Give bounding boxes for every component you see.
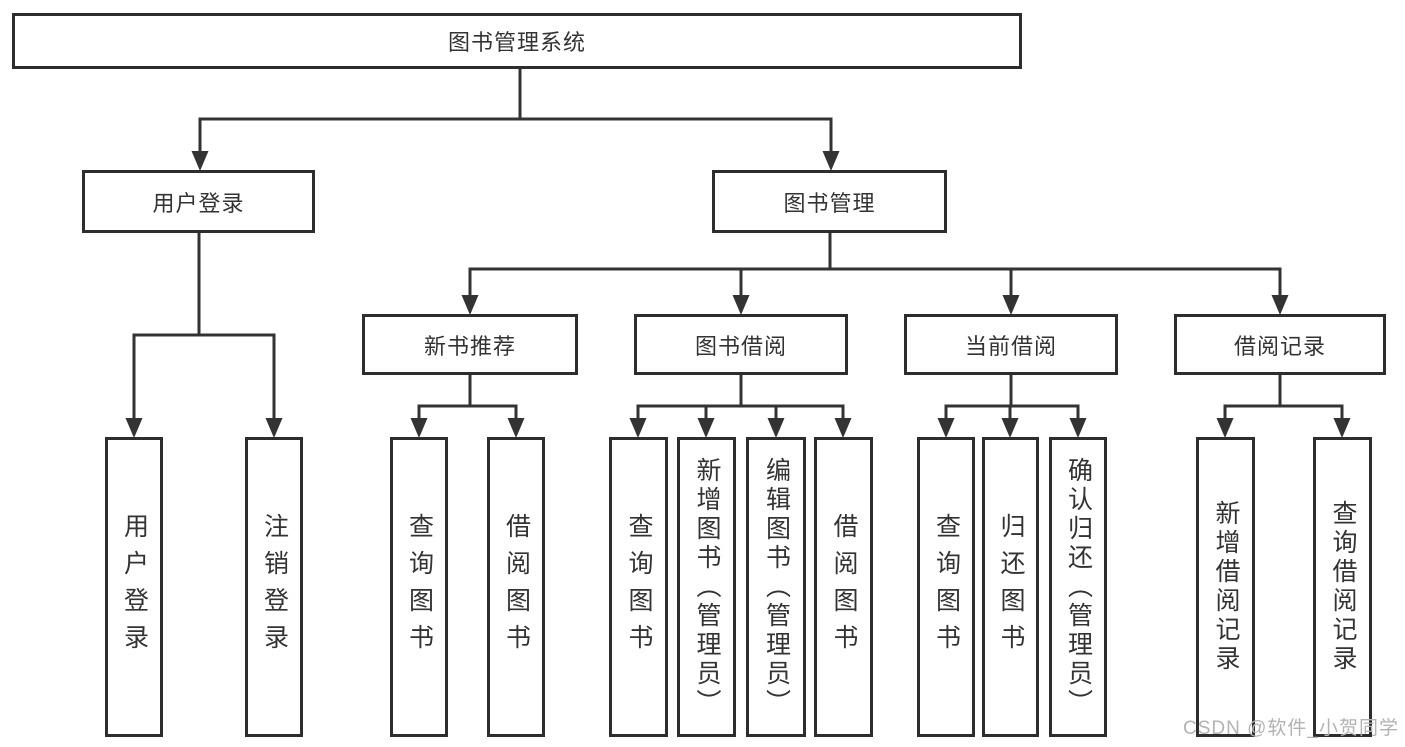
- node-label: 用户登录: [120, 513, 149, 661]
- node-label: 图书管理系统: [447, 30, 586, 55]
- node-leaf-add-borrow-record: 新增借阅记录: [1196, 437, 1255, 737]
- node-leaf-borrow-books-recommend: 借阅图书: [487, 437, 545, 737]
- node-label: 借阅图书: [830, 513, 858, 661]
- node-leaf-query-books-current: 查询图书: [917, 437, 975, 737]
- edge-new-book-to-leaves: [410, 373, 525, 438]
- node-leaf-confirm-return-admin: 确认归还（管理员）: [1049, 437, 1107, 737]
- node-leaf-borrow-books: 借阅图书: [814, 437, 873, 737]
- node-label: 新书推荐: [423, 333, 516, 359]
- csdn-watermark: CSDN @软件_小贺同学: [1183, 718, 1399, 739]
- node-label: 归还图书: [997, 513, 1025, 661]
- node-label: 新增图书（管理员）: [693, 456, 721, 718]
- node-label: 查询图书: [405, 513, 434, 661]
- edge-root-to-level2: [191, 67, 840, 171]
- node-leaf-user-login: 用户登录: [105, 437, 163, 737]
- node-leaf-logout: 注销登录: [245, 437, 303, 737]
- node-label: 新增借阅记录: [1212, 500, 1240, 674]
- node-book-management: 图书管理: [712, 170, 947, 233]
- node-book-borrow: 图书借阅: [634, 314, 848, 375]
- node-leaf-query-books-recommend: 查询图书: [390, 437, 448, 737]
- node-library-management-system: 图书管理系统: [12, 13, 1022, 69]
- edge-current-borrow-to-leaves: [937, 373, 1087, 438]
- node-label: 借阅图书: [502, 513, 531, 661]
- edge-user-login-to-leaves: [125, 231, 283, 438]
- node-current-borrow: 当前借阅: [904, 314, 1118, 375]
- node-label: 查询借阅记录: [1329, 500, 1357, 674]
- node-borrow-records: 借阅记录: [1174, 314, 1386, 375]
- node-label: 借阅记录: [1233, 333, 1326, 359]
- edge-book-borrow-to-leaves: [629, 373, 852, 438]
- node-leaf-query-borrow-record: 查询借阅记录: [1313, 437, 1372, 737]
- node-user-login: 用户登录: [82, 170, 315, 233]
- node-label: 图书管理: [783, 190, 876, 216]
- node-label: 编辑图书（管理员）: [762, 456, 791, 718]
- node-label: 图书借阅: [694, 333, 787, 359]
- node-leaf-edit-books-admin: 编辑图书（管理员）: [746, 437, 806, 737]
- node-leaf-add-books-admin: 新增图书（管理员）: [677, 437, 736, 737]
- node-leaf-return-books: 归还图书: [982, 437, 1039, 737]
- node-label: 用户登录: [152, 190, 245, 216]
- node-leaf-query-books-borrow: 查询图书: [609, 437, 668, 737]
- edge-book-mgmt-to-level3: [461, 231, 1289, 315]
- node-label: 查询图书: [932, 513, 961, 661]
- node-label: 注销登录: [260, 513, 289, 661]
- node-label: 确认归还（管理员）: [1064, 456, 1093, 718]
- edge-borrow-records-to-leaves: [1216, 373, 1351, 438]
- node-label: 查询图书: [625, 513, 653, 661]
- node-new-book-recommend: 新书推荐: [362, 314, 578, 375]
- node-label: 当前借阅: [964, 333, 1057, 359]
